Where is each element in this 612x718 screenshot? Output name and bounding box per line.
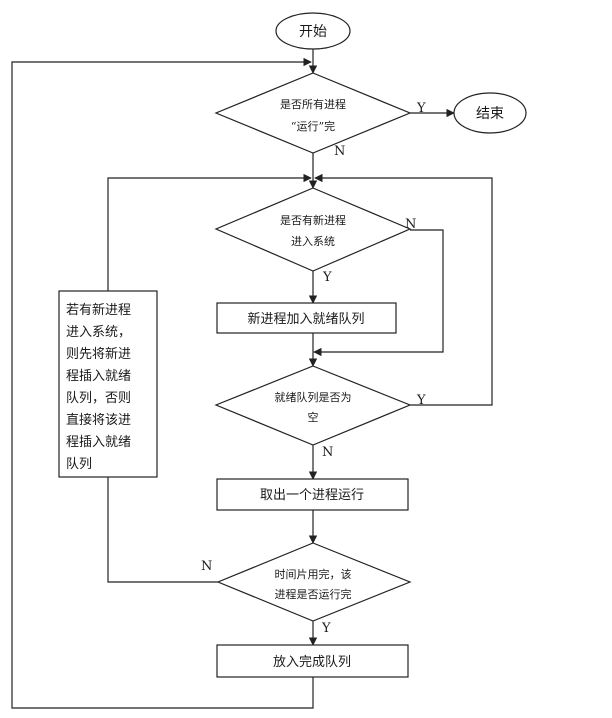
connectors [11,49,493,709]
add-ready-label: 新进程加入就绪队列 [247,311,364,327]
ready-empty-line1: 就绪队列是否为 [275,390,352,404]
note-line8: 队列 [66,457,92,472]
ready-empty-line2: 空 [308,410,319,424]
start-node: 开始 [275,12,351,50]
all-done-line1: 是否所有进程 [280,97,346,111]
decision-time-slice: 时间片用完，该 进程是否运行完 [216,542,412,622]
start-label: 开始 [299,24,327,40]
end-node: 结束 [453,92,527,134]
label-time-slice-no: N [201,559,212,574]
edge-finish-queue-loop-back [11,57,314,709]
time-slice-line1: 时间片用完，该 [275,567,352,581]
note-line5: 队列，否则 [66,391,131,406]
all-done-line2: “运行”完 [291,119,335,133]
note-line4: 程插入就绪 [66,369,131,384]
time-slice-line2: 进程是否运行完 [275,587,352,601]
label-all-done-no: N [334,144,345,159]
new-process-line2: 进入系统 [291,235,335,248]
label-ready-empty-yes: Y [416,393,426,408]
label-new-process-yes: Y [322,270,332,285]
note-line6: 直接将该进 [66,412,131,428]
edge-new-process-no-loop [313,229,444,357]
label-ready-empty-no: N [322,445,333,460]
decision-new-process: 是否有新进程 进入系统 [214,187,412,272]
finish-queue-label: 放入完成队列 [273,655,351,670]
end-label: 结束 [476,106,504,122]
note-line7: 程插入就绪 [66,435,131,450]
run-one-label: 取出一个进程运行 [260,488,364,503]
process-run-one: 取出一个进程运行 [216,478,409,511]
decision-ready-empty: 就绪队列是否为 空 [214,365,412,446]
process-finish-queue: 放入完成队列 [216,644,409,678]
decision-all-done: 是否所有进程 “运行”完 [214,72,412,154]
label-all-done-yes: Y [416,101,426,116]
process-add-ready: 新进程加入就绪队列 [216,302,397,334]
note-line3: 则先将新进 [66,346,131,362]
edge-ready-empty-yes-loop [314,173,493,406]
note-line2: 进入系统， [66,325,131,340]
new-process-line1: 是否有新进程 [280,213,346,227]
label-new-process-no: N [405,217,416,232]
label-time-slice-yes: Y [321,621,331,636]
note-box: 若有新进程 进入系统， 则先将新进 程插入就绪 队列，否则 直接将该进 程插入就… [58,290,158,478]
branch-labels: Y N N Y Y N N Y [201,101,426,636]
note-line1: 若有新进程 [66,302,131,318]
